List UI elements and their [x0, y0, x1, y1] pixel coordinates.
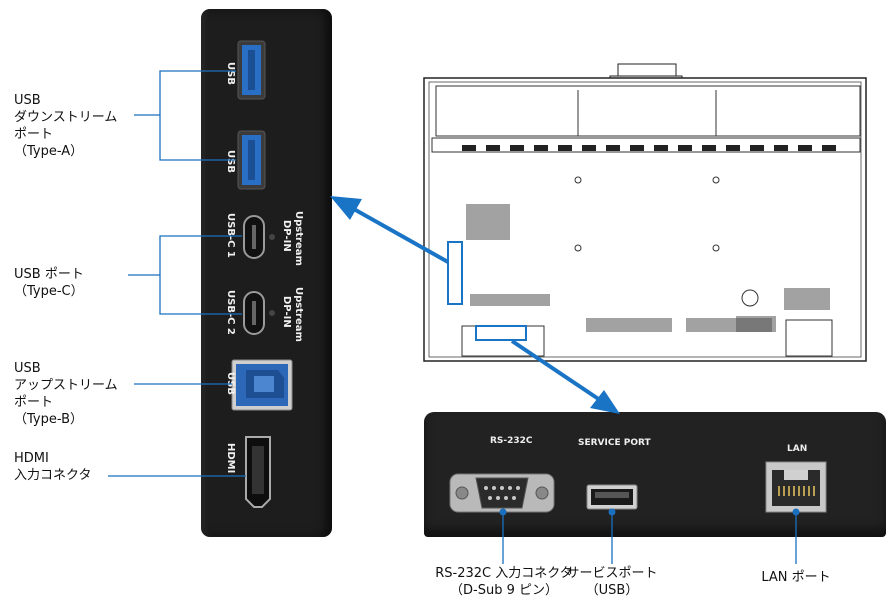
- service-usb-port: [586, 484, 638, 510]
- usb-a-port-1: [237, 40, 266, 100]
- usb-a-port-2: [237, 130, 266, 190]
- usb-c-port-2: [243, 291, 275, 335]
- usb-c-port-1: [243, 215, 275, 259]
- lan-title: LAN: [787, 444, 808, 454]
- usb-upstream-label: USB アップストリーム ポート （Type-B）: [14, 361, 118, 427]
- lan-port-label: LAN ポート: [761, 570, 831, 585]
- usb-downstream-label: USB ダウンストリーム ポート （Type-A）: [14, 93, 118, 159]
- service-port-label: サービスポート （USB）: [566, 566, 658, 598]
- service-port-title: SERVICE PORT: [578, 438, 651, 448]
- lan-port: [765, 461, 827, 513]
- arrow-to-bottom-panel: [510, 339, 620, 414]
- hdmi-input-label: HDMI 入力コネクタ: [14, 451, 92, 483]
- usb-type-c-label: USB ポート （Type-C）: [14, 267, 84, 299]
- usb-b-port: [231, 359, 293, 411]
- arrow-to-side-panel: [330, 196, 449, 264]
- rs232c-port: [449, 473, 555, 513]
- rs232c-label: RS-232C 入力コネクタ （D-Sub 9 ピン）: [435, 566, 573, 598]
- hdmi-port: [245, 436, 271, 508]
- rs232c-title: RS-232C: [490, 436, 533, 446]
